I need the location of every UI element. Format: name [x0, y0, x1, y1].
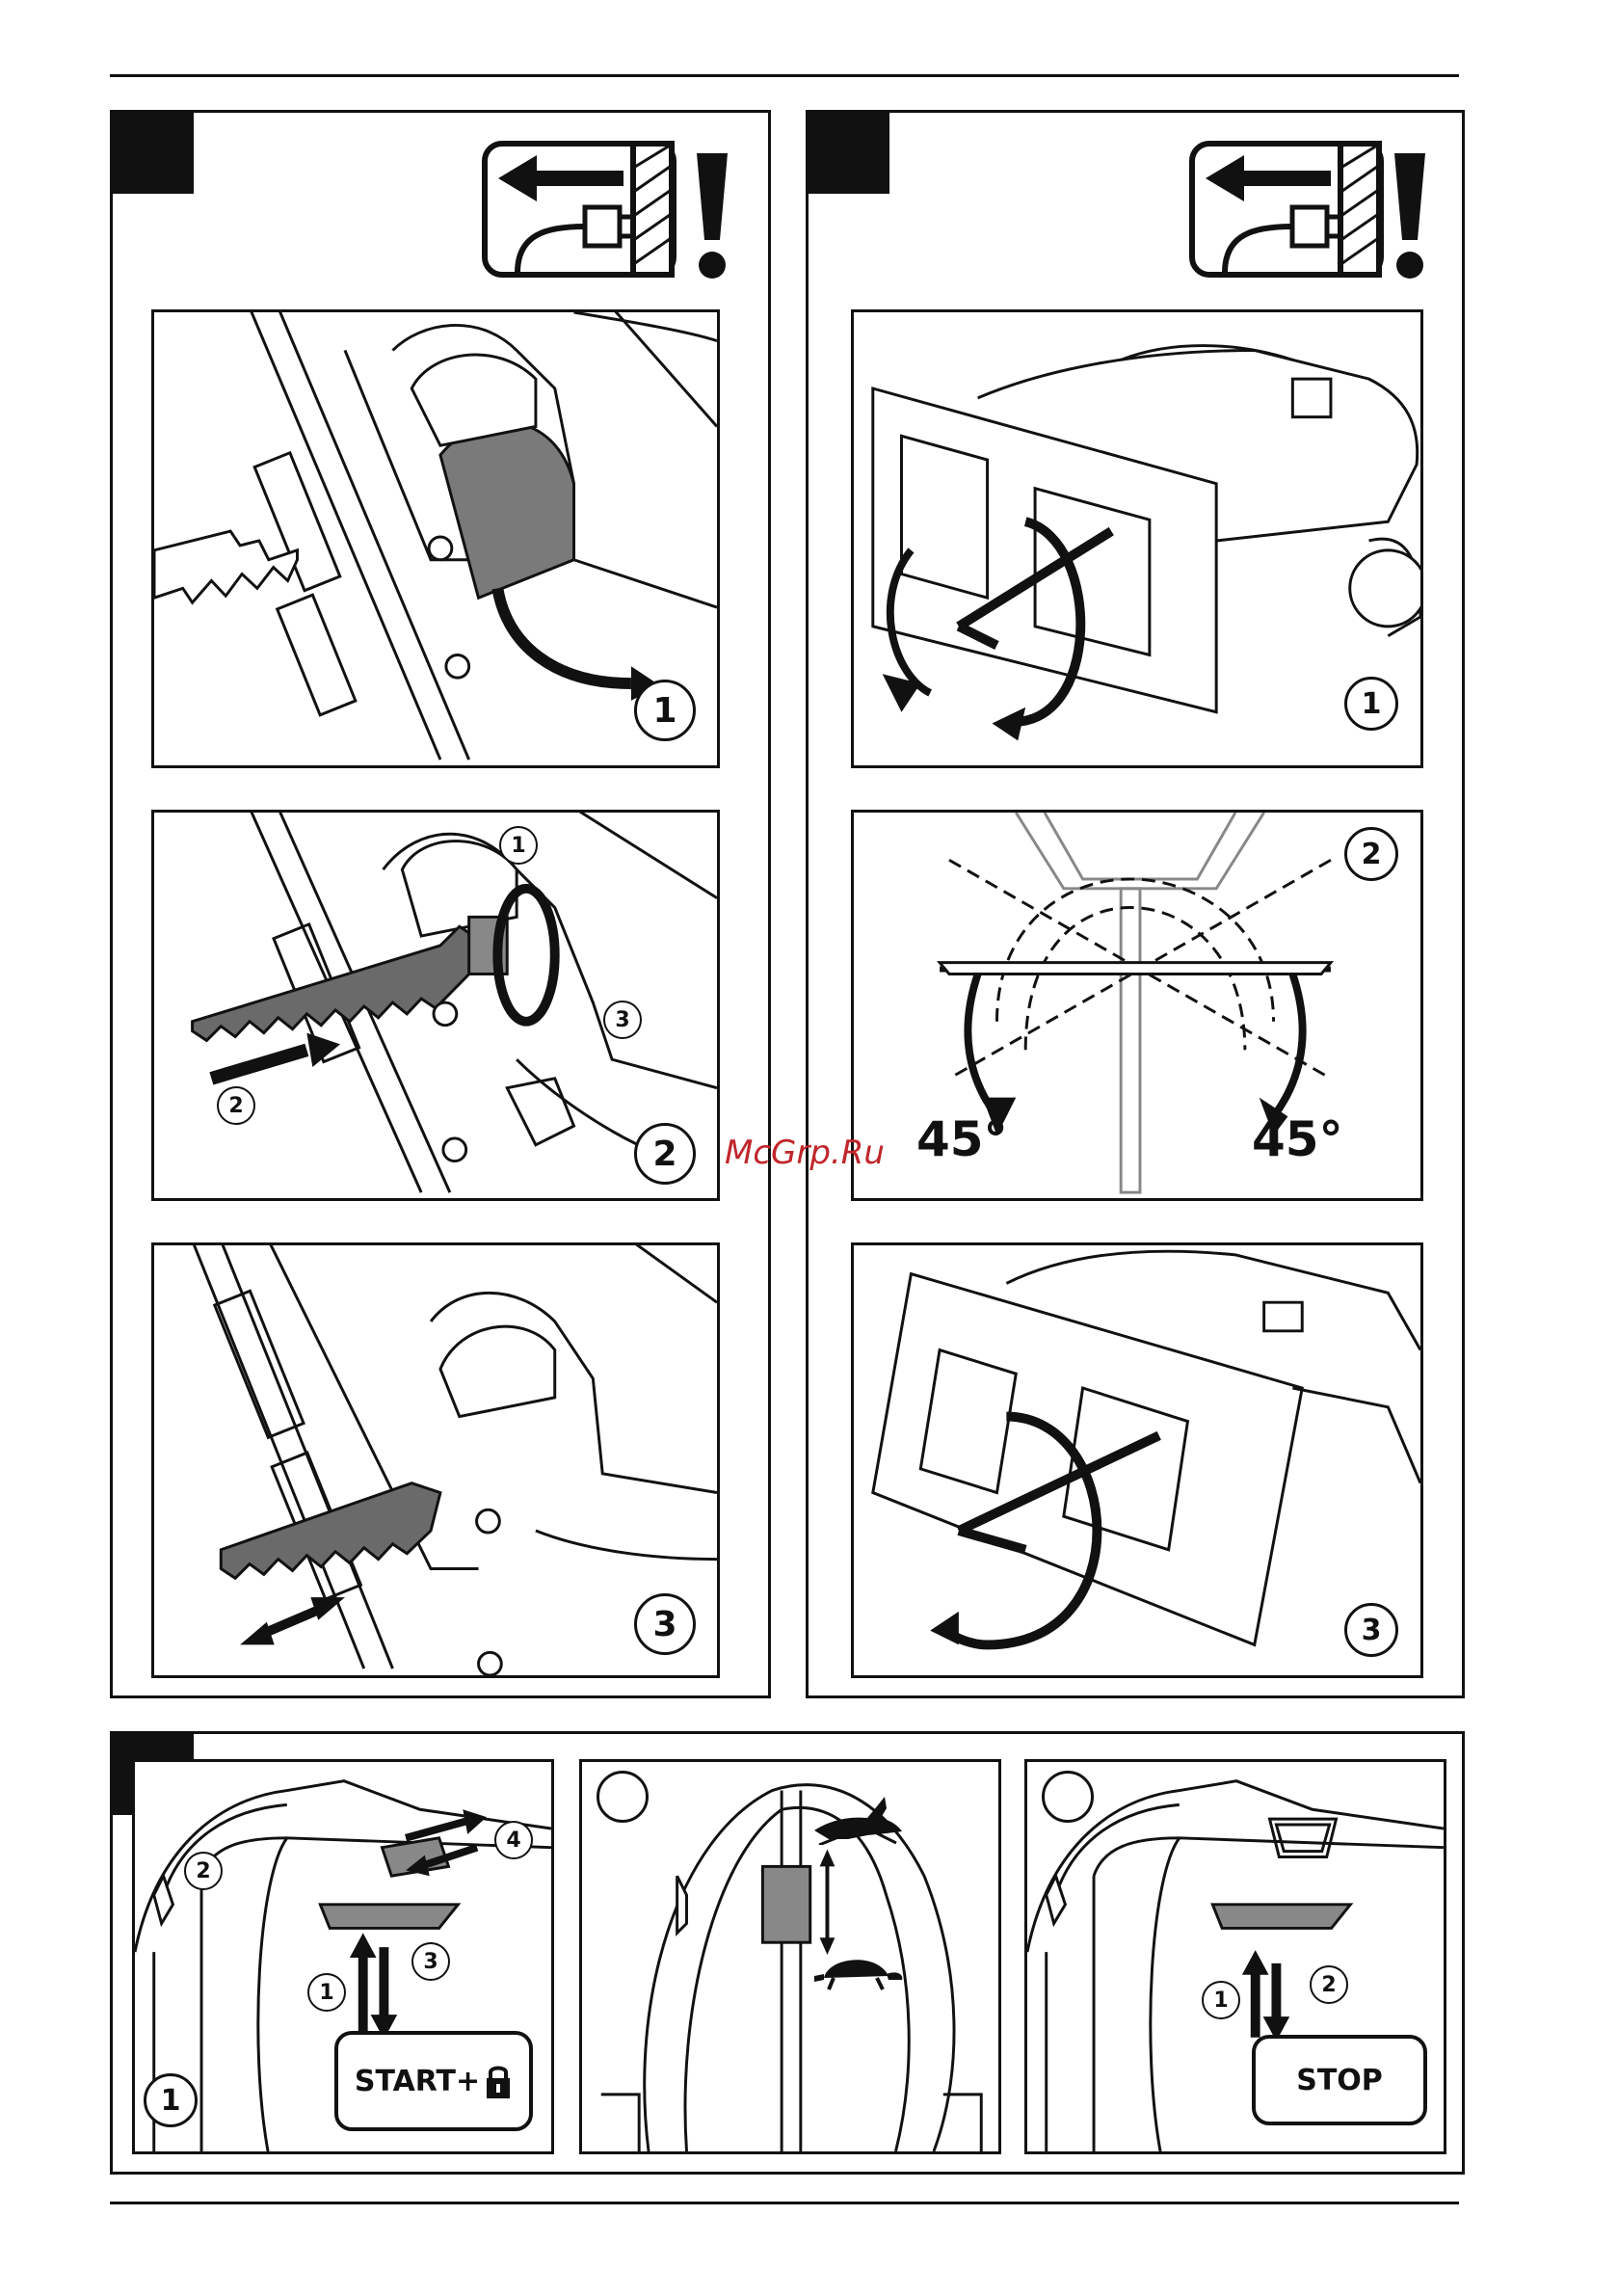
padlock-icon — [484, 2062, 513, 2100]
speed-control-panel — [579, 1759, 1001, 2154]
stop-button-label: STOP — [1252, 2035, 1427, 2125]
hare-icon — [809, 1797, 906, 1845]
step-number: 1 — [307, 1973, 346, 2012]
bevel-panel-3 — [851, 1242, 1423, 1678]
left-section: 1 1 2 3 2 — [110, 110, 771, 1698]
section-tab — [113, 113, 194, 194]
tortoise-icon — [809, 1947, 906, 1995]
step-number: 1 — [1202, 1981, 1240, 2019]
top-rule — [110, 74, 1459, 77]
step-number: 3 — [411, 1942, 450, 1981]
right-section: 1 2 45° 45° — [806, 110, 1465, 1698]
panel-number: 1 — [144, 2073, 198, 2127]
step-number: 1 — [499, 826, 538, 865]
start-label: START+ — [355, 2065, 480, 2098]
unplug-warning-icon — [479, 138, 726, 280]
step-number: 2 — [1310, 1965, 1348, 2004]
bottom-rule — [110, 2202, 1459, 2204]
bevel-panel-1 — [851, 309, 1423, 768]
blank-step-circle — [1042, 1771, 1094, 1823]
angle-right-label: 45° — [1252, 1111, 1343, 1167]
panel-number: 3 — [634, 1593, 696, 1655]
step-number: 3 — [603, 1001, 642, 1039]
step-number: 4 — [494, 1821, 533, 1859]
step-number: 2 — [184, 1852, 223, 1890]
step-number: 2 — [217, 1086, 255, 1125]
blade-panel-3 — [151, 1242, 720, 1678]
exclamation-icon — [691, 147, 733, 282]
section-tab — [809, 113, 889, 194]
panel-number: 2 — [1344, 827, 1398, 881]
panel-number: 3 — [1344, 1603, 1398, 1657]
bottom-section: 2 4 3 1 1 START+ — [110, 1731, 1465, 2175]
angle-left-label: 45° — [916, 1111, 1008, 1167]
watermark: McGrp.Ru — [725, 1134, 885, 1172]
blank-step-circle — [597, 1771, 649, 1823]
blade-panel-1 — [151, 309, 720, 768]
panel-number: 2 — [634, 1123, 696, 1185]
panel-number: 1 — [1344, 677, 1398, 731]
panel-number: 1 — [634, 680, 696, 741]
exclamation-icon — [1389, 147, 1431, 282]
start-lock-button-label: START+ — [334, 2031, 533, 2131]
